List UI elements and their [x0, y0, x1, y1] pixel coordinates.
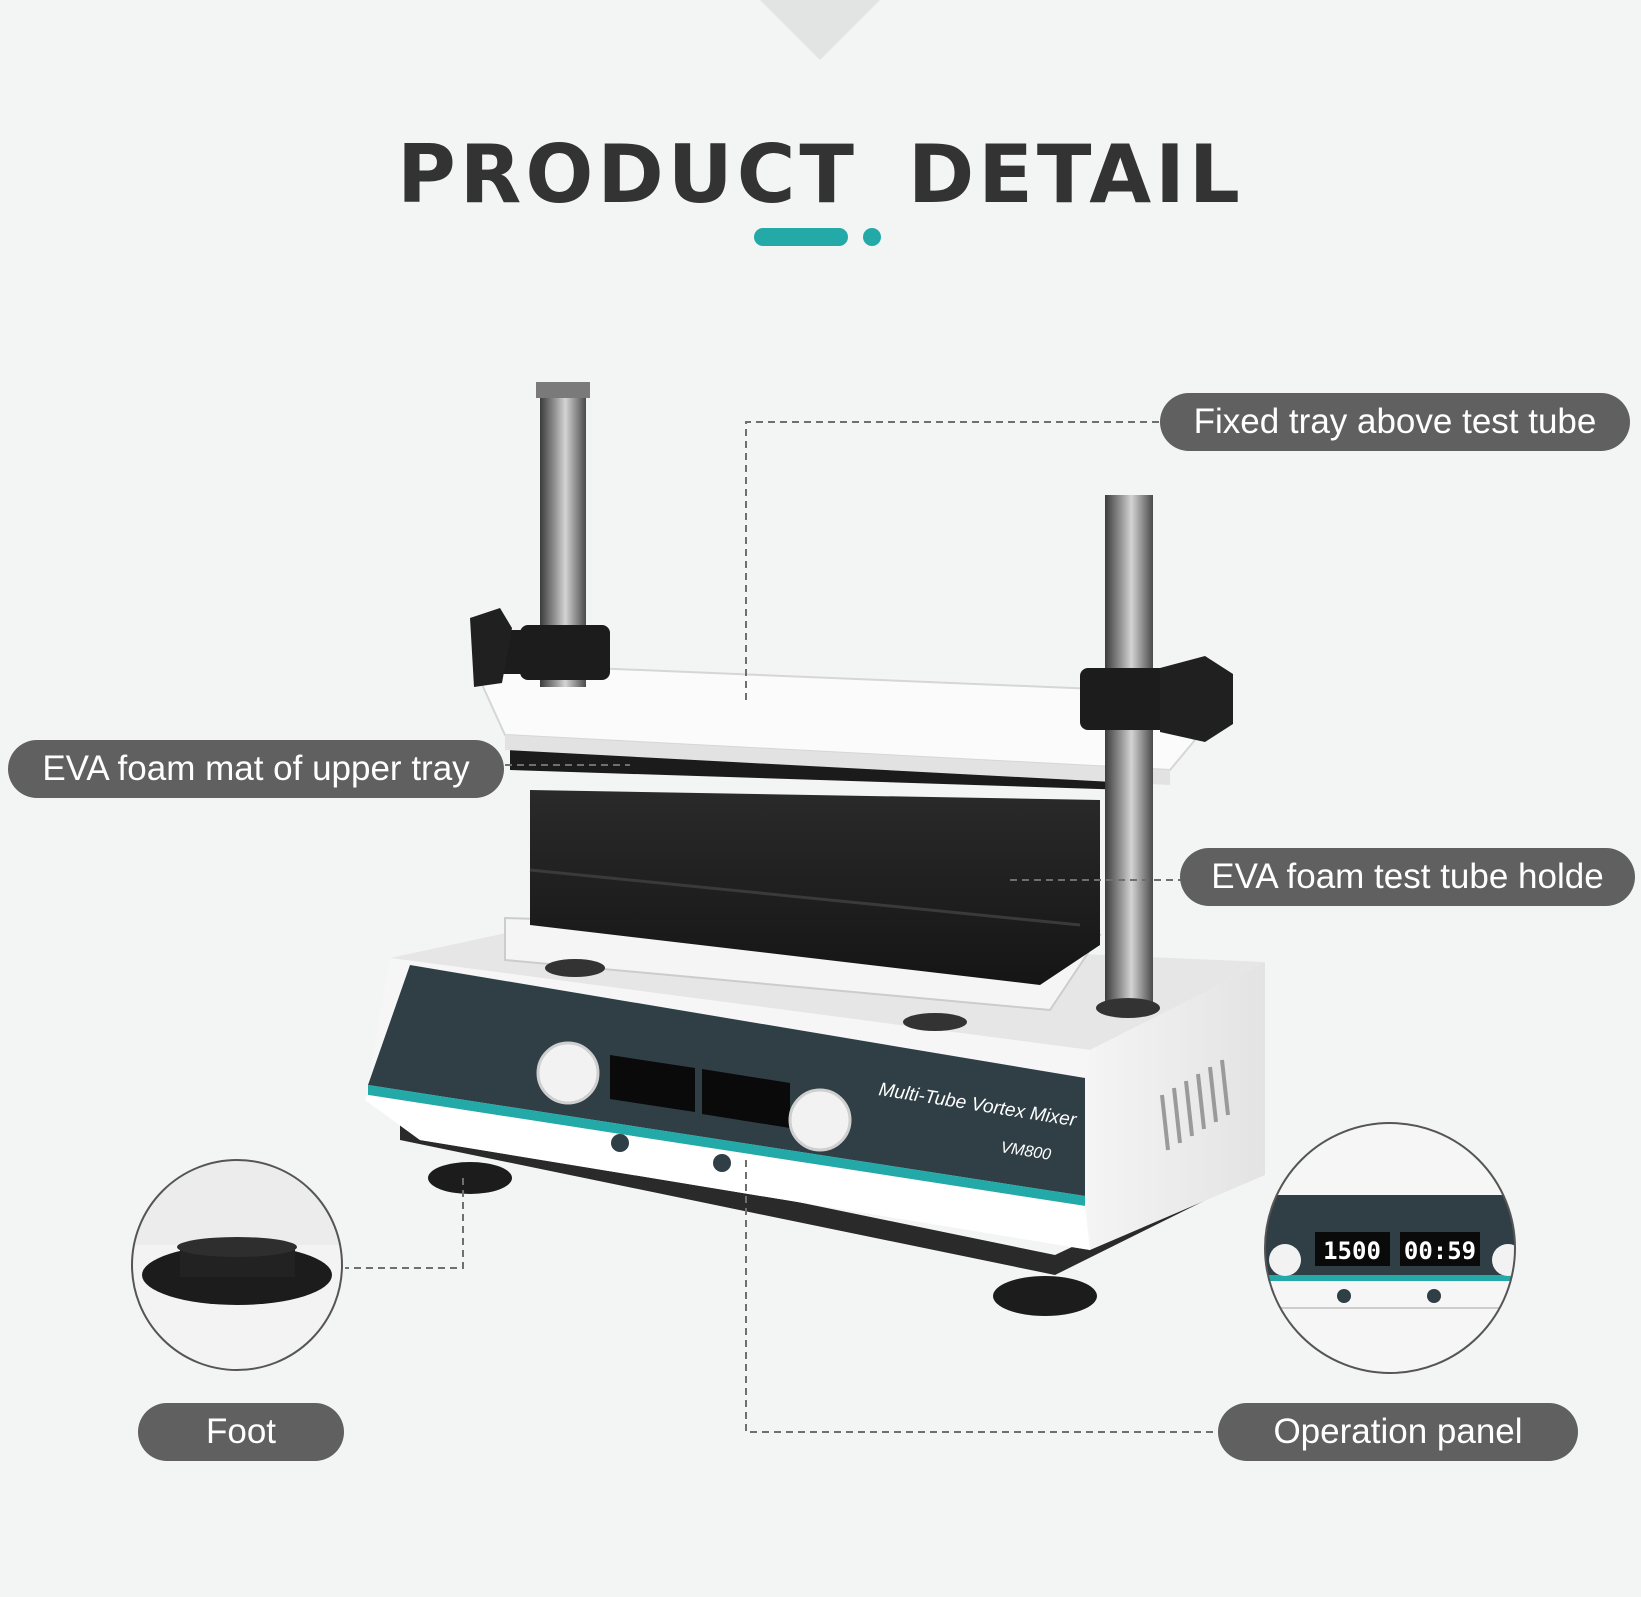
callout-eva-mat: EVA foam mat of upper tray [8, 740, 504, 798]
time-knob [788, 1088, 852, 1152]
speed-display [610, 1055, 695, 1112]
leader-fixed-tray [745, 421, 1165, 700]
leader-foot [345, 1178, 464, 1269]
callout-operation-panel: Operation panel [1218, 1403, 1578, 1461]
callout-eva-holder: EVA foam test tube holde [1180, 848, 1635, 906]
foam-holder [530, 790, 1100, 985]
callout-foot: Foot [138, 1403, 344, 1461]
speed-knob [536, 1041, 600, 1105]
page-title: PRODUCT DETAIL [397, 128, 1244, 221]
callout-fixed-tray: Fixed tray above test tube [1160, 393, 1630, 451]
top-notch [760, 0, 880, 60]
zoom-speed-value: 1500 [1323, 1237, 1381, 1265]
leader-operation-panel [745, 1160, 1220, 1433]
panel-zoom-circle: 1500 00:59 [1264, 1122, 1516, 1374]
time-display [702, 1069, 790, 1128]
foot-zoom-circle [131, 1159, 343, 1371]
title-accent [754, 228, 881, 246]
zoom-time-value: 00:59 [1404, 1237, 1476, 1265]
